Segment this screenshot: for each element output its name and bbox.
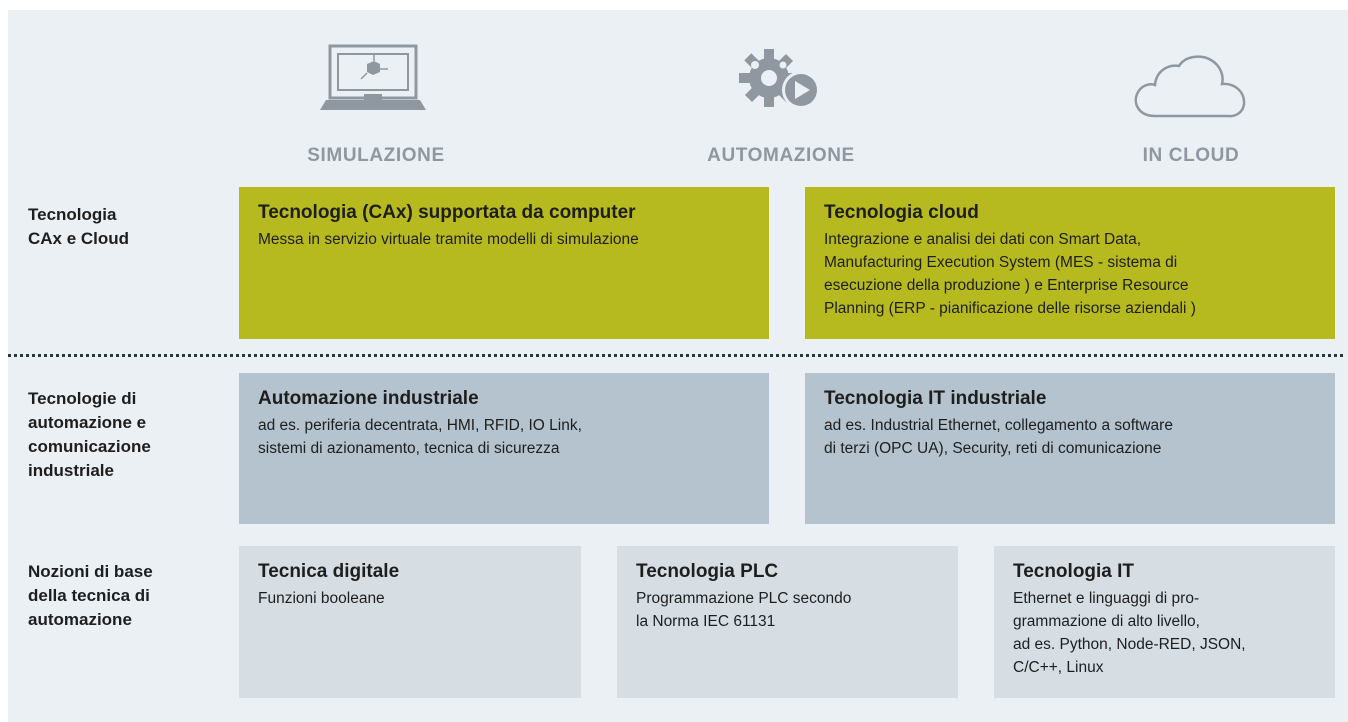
- box-it-title: Tecnologia IT: [1013, 561, 1135, 582]
- box-it-industriale-desc: ad es. Industrial Ethernet, collegamento…: [824, 417, 1173, 457]
- box-cloud: Tecnologia cloud Integrazione e analisi …: [805, 187, 1335, 339]
- column-title-simulazione: SIMULAZIONE: [307, 145, 445, 166]
- section-divider: [8, 354, 1343, 357]
- computer-icon: [320, 44, 426, 110]
- box-tecnica-digitale: Tecnica digitale Funzioni booleane: [239, 546, 581, 698]
- box-plc: Tecnologia PLC Programmazione PLC second…: [617, 546, 958, 698]
- box-it: Tecnologia IT Ethernet e linguaggi di pr…: [994, 546, 1335, 698]
- cloud-icon: [1134, 55, 1246, 118]
- box-automazione-industriale: Automazione industriale ad es. periferia…: [239, 373, 769, 524]
- row-label-cax-cloud: Tecnologia CAx e Cloud: [28, 205, 130, 248]
- box-cax-title: Tecnologia (CAx) supportata da computer: [258, 202, 636, 223]
- box-it-industriale-title: Tecnologia IT industriale: [824, 388, 1047, 409]
- box-cax-desc: Messa in servizio virtuale tramite model…: [258, 231, 639, 248]
- column-title-automazione: AUTOMAZIONE: [707, 145, 855, 166]
- box-tecnica-digitale-desc: Funzioni booleane: [258, 590, 385, 607]
- box-tecnica-digitale-title: Tecnica digitale: [258, 561, 400, 582]
- box-automazione-industriale-title: Automazione industriale: [258, 388, 479, 409]
- box-cloud-desc: Integrazione e analisi dei dati con Smar…: [824, 231, 1196, 317]
- box-it-industriale: Tecnologia IT industriale ad es. Industr…: [805, 373, 1335, 524]
- box-cax: Tecnologia (CAx) supportata da computer …: [239, 187, 769, 339]
- box-plc-desc: Programmazione PLC secondo la Norma IEC …: [636, 590, 852, 630]
- row-label-nozioni-base: Nozioni di base della tecnica di automaz…: [28, 562, 153, 629]
- row-label-automazione-comunicazione: Tecnologie di automazione e comunicazion…: [28, 389, 151, 480]
- column-title-cloud: IN CLOUD: [1142, 145, 1240, 166]
- gear-play-icon: [739, 49, 820, 109]
- box-plc-title: Tecnologia PLC: [636, 561, 779, 582]
- box-cloud-title: Tecnologia cloud: [824, 202, 979, 223]
- box-automazione-industriale-desc: ad es. periferia decentrata, HMI, RFID, …: [258, 417, 582, 457]
- box-it-desc: Ethernet e linguaggi di pro- grammazione…: [1013, 590, 1246, 676]
